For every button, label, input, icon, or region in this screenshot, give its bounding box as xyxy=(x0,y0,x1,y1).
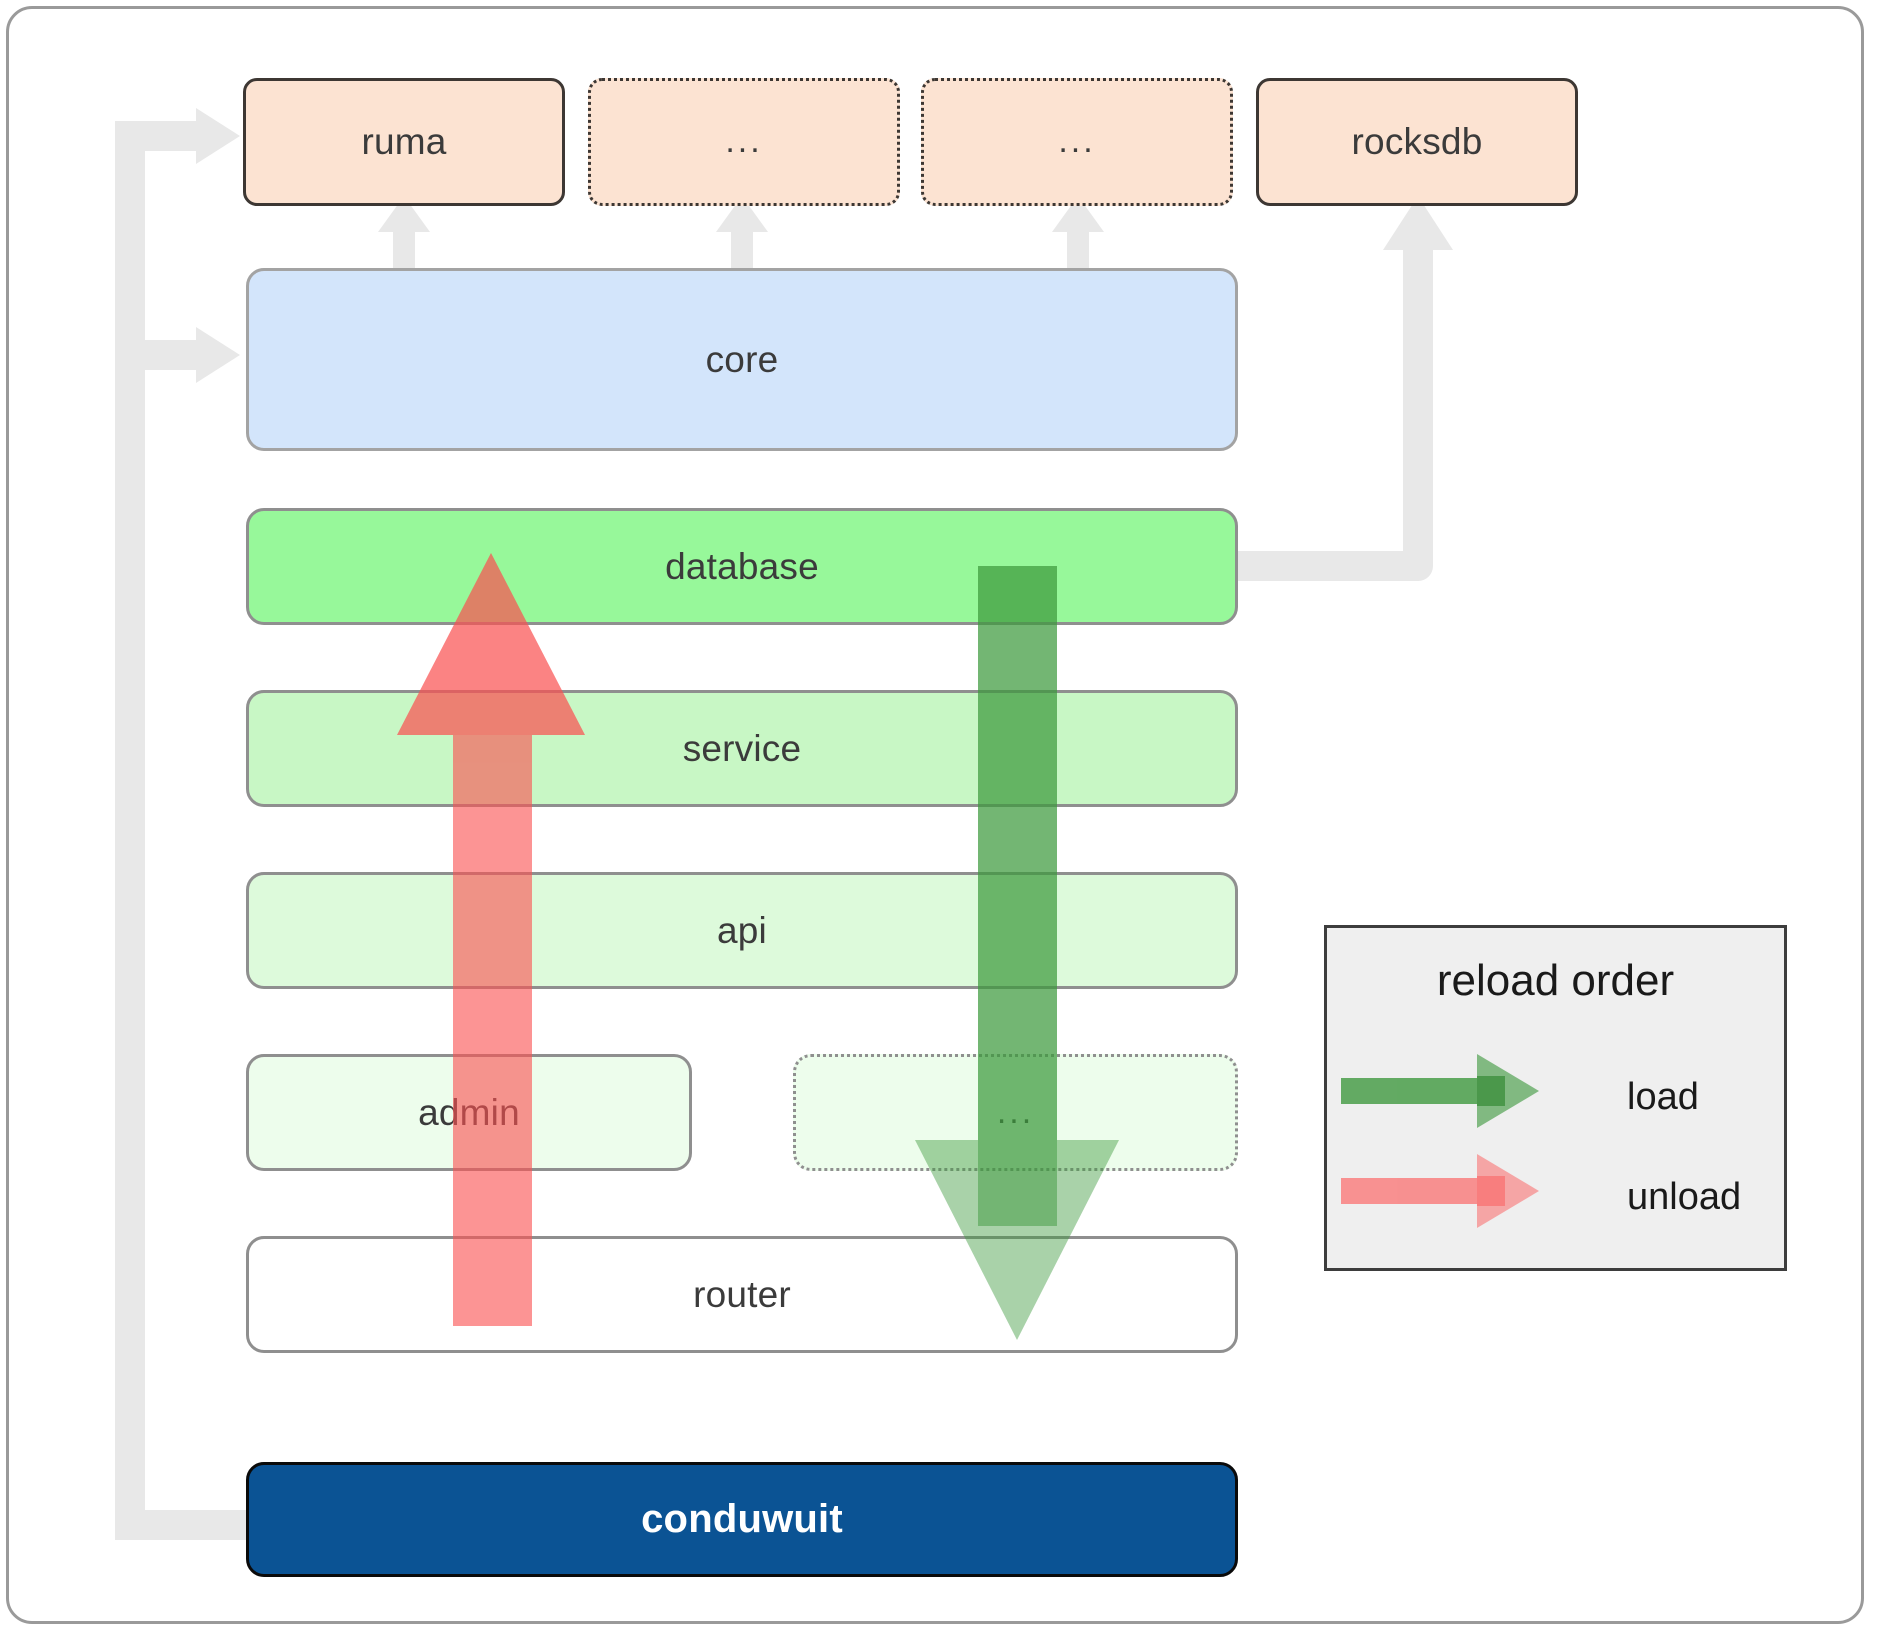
root-label-conduwuit: conduwuit xyxy=(641,1497,843,1541)
core-box[interactable]: core xyxy=(246,268,1238,451)
layer-label-service: service xyxy=(682,727,802,769)
legend-label-unload: unload xyxy=(1627,1176,1742,1218)
dependency-label-ellipsis-2: ... xyxy=(1058,122,1096,161)
load-arrow-icon xyxy=(1341,1054,1539,1128)
layer-box-database[interactable]: database xyxy=(246,508,1238,625)
dependency-box-ruma[interactable]: ruma xyxy=(243,78,565,206)
legend-arrow-icons xyxy=(1341,1054,1539,1228)
unload-arrow-icon xyxy=(1341,1154,1539,1228)
layer-label-router: router xyxy=(693,1273,791,1315)
diagram-frame xyxy=(6,6,1864,1624)
legend-label-load: load xyxy=(1627,1076,1699,1118)
legend-panel: reload order load unload xyxy=(1324,925,1787,1271)
layer-label-ellipsis: ... xyxy=(996,1092,1035,1131)
layer-box-api[interactable]: api xyxy=(246,872,1238,989)
layer-box-admin[interactable]: admin xyxy=(246,1054,692,1171)
dependency-label-ruma: ruma xyxy=(361,121,447,162)
root-box-conduwuit[interactable]: conduwuit xyxy=(246,1462,1238,1577)
dependency-box-rocksdb[interactable]: rocksdb xyxy=(1256,78,1578,206)
dependency-box-ellipsis-1[interactable]: ... xyxy=(588,78,900,206)
layer-label-database: database xyxy=(665,545,819,587)
layer-box-router[interactable]: router xyxy=(246,1236,1238,1353)
dependency-label-rocksdb: rocksdb xyxy=(1351,121,1483,162)
layer-box-ellipsis[interactable]: ... xyxy=(793,1054,1238,1171)
dependency-label-ellipsis-1: ... xyxy=(725,122,763,161)
layer-box-service[interactable]: service xyxy=(246,690,1238,807)
legend-title: reload order xyxy=(1436,956,1675,1005)
core-label: core xyxy=(705,338,779,380)
layer-label-api: api xyxy=(717,909,767,951)
dependency-box-ellipsis-2[interactable]: ... xyxy=(921,78,1233,206)
layer-label-admin: admin xyxy=(418,1091,520,1133)
